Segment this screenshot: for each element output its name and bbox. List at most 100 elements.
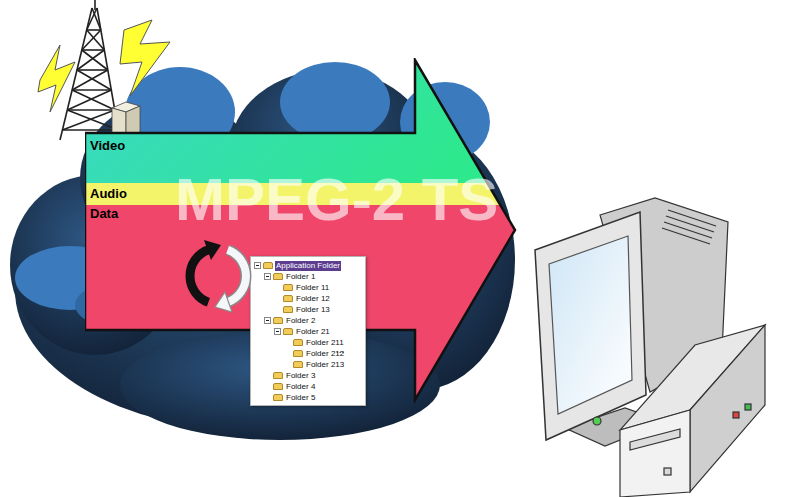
tree-row: Folder 2	[264, 315, 316, 326]
folder-name: Folder 2	[285, 316, 316, 326]
folder-icon	[293, 339, 303, 346]
cloud-lobe	[280, 62, 390, 142]
drive-slot	[630, 429, 680, 450]
tree-row: Folder 12	[274, 293, 331, 304]
tower-brace	[72, 90, 115, 110]
tree-spacer	[264, 383, 273, 390]
folder-name: Folder 3	[285, 371, 316, 381]
folder-icon	[273, 317, 283, 324]
folder-name: Application Folder	[275, 261, 341, 271]
monitor-bezel	[535, 212, 646, 440]
tower-brace	[77, 69, 108, 71]
refresh-cycle-icon	[190, 240, 246, 312]
folder-icon	[293, 361, 303, 368]
monitor-vent	[668, 210, 716, 226]
cpu-side	[690, 325, 765, 492]
tree-spacer	[274, 284, 283, 291]
tree-row: Folder 211	[284, 337, 345, 348]
tower-brace	[77, 70, 111, 90]
folder-name: Folder 4	[285, 382, 316, 392]
band-fill	[85, 58, 517, 183]
lightning-bolt	[120, 20, 170, 96]
status-light	[733, 412, 739, 418]
monitor-vent	[664, 222, 712, 238]
folder-name: Folder 11	[295, 283, 330, 293]
tree-spacer	[274, 295, 283, 302]
band-label: Video	[90, 139, 125, 152]
tower-brace	[82, 50, 108, 70]
folder-icon	[273, 273, 283, 280]
monitor-vent	[662, 228, 710, 244]
tree-spacer	[284, 339, 293, 346]
tree-expander	[264, 273, 271, 280]
folder-icon	[283, 284, 293, 291]
tree-spacer	[264, 372, 273, 379]
note-label: ...	[336, 345, 344, 355]
tree-row: Application Folder	[254, 260, 341, 271]
tower-brace	[82, 30, 101, 50]
tower-brace	[87, 8, 97, 30]
tower-brace	[72, 70, 108, 90]
folder-name: Folder 21	[295, 327, 331, 337]
tree-spacer	[284, 361, 293, 368]
folder-name: Folder 12	[295, 294, 331, 304]
tree-row: Folder 11	[274, 282, 330, 293]
cycle-arc-outline	[228, 250, 246, 303]
folder-icon	[273, 372, 283, 379]
tower-brace	[87, 29, 101, 31]
tree-row: Folder 21	[274, 326, 331, 337]
folder-name: Folder 213	[305, 360, 345, 370]
tree-expander	[274, 328, 281, 335]
expander-minus	[256, 265, 259, 266]
tower-brace	[67, 110, 118, 130]
tree-row: Folder 3	[264, 370, 316, 381]
cycle-arrowhead	[215, 292, 232, 312]
tower-brace	[62, 129, 118, 131]
tree-expander	[254, 262, 261, 269]
tree-row: Folder 1	[264, 271, 316, 282]
cpu-button	[664, 468, 671, 475]
status-light	[745, 404, 751, 410]
expander-minus	[266, 320, 269, 321]
power-button	[593, 417, 601, 425]
folder-tree-panel: Application FolderFolder 1Folder 11Folde…	[250, 256, 366, 406]
tree-expander	[264, 317, 271, 324]
cycle-arrowhead	[204, 240, 221, 260]
tower-brace	[77, 50, 104, 70]
expander-minus	[276, 331, 279, 332]
tree-spacer	[284, 350, 293, 357]
band-label: Data	[90, 207, 118, 220]
tower-antenna	[94, 0, 96, 10]
tree-row: Folder 13	[274, 304, 331, 315]
tree-spacer	[274, 306, 283, 313]
tree-row: Folder 5	[264, 392, 316, 403]
lightning-bolt	[38, 45, 75, 112]
folder-icon	[263, 262, 273, 269]
tower-brace	[92, 8, 101, 30]
folder-icon	[293, 350, 303, 357]
band-label: Audio	[90, 187, 127, 200]
folder-name: Folder 1	[285, 272, 316, 282]
tower-brace	[87, 30, 105, 50]
expander-minus	[266, 276, 269, 277]
cycle-arc	[190, 250, 208, 303]
tower-brace	[67, 90, 111, 110]
monitor-screen	[549, 236, 632, 414]
tower-brace	[72, 89, 111, 91]
monitor-vent	[666, 216, 714, 232]
folder-icon	[283, 328, 293, 335]
tree-row: Folder 213	[284, 359, 345, 370]
folder-icon	[273, 394, 283, 401]
computer	[535, 198, 765, 497]
arrow-fill	[85, 58, 517, 403]
folder-name: Folder 13	[295, 305, 331, 315]
folder-icon	[273, 383, 283, 390]
folder-icon	[283, 295, 293, 302]
tower-brace	[82, 49, 105, 51]
tree-spacer	[264, 394, 273, 401]
cycle-arc	[228, 250, 246, 303]
